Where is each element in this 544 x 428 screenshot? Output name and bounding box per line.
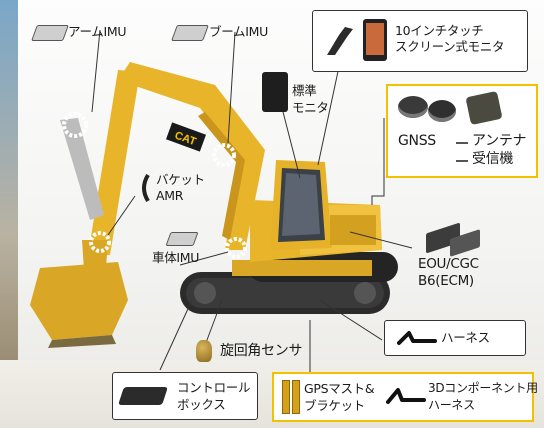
- control-box-label: コントロール ボックス: [177, 380, 251, 412]
- harness-callout: ハーネス: [384, 320, 526, 356]
- track-front: [180, 272, 390, 314]
- harness-cable-icon: [397, 329, 437, 347]
- boom: [118, 62, 265, 250]
- standard-monitor-label: 標準 モニタ: [292, 83, 329, 115]
- amr-sensor-icon: [140, 173, 150, 203]
- background-edge: [0, 0, 18, 428]
- bucket-amr-label: バケット AMR: [156, 172, 205, 203]
- antenna-icon: [398, 96, 428, 118]
- imu-chip-icon: [171, 25, 209, 41]
- bucket-amr-marker: [89, 231, 111, 253]
- touch-monitor-label: 10インチタッチ スクリーン式モニタ: [395, 23, 505, 54]
- arm-imu-marker: [62, 112, 88, 138]
- harness-cable-icon: [386, 386, 426, 406]
- arm: [88, 70, 140, 255]
- body-imu-marker: [225, 237, 247, 259]
- receiver-label: 受信機: [472, 151, 514, 167]
- touch-monitor-icon: [363, 19, 387, 61]
- antenna-icon: [428, 100, 456, 122]
- antenna-label: アンテナ: [472, 133, 527, 149]
- gps-mast-callout: GPSマスト& ブラケット 3Dコンポーネント用 ハーネス: [272, 372, 538, 422]
- control-box-icon: [118, 387, 168, 405]
- gnss-label: GNSS: [398, 133, 436, 149]
- imu-chip-icon: [165, 232, 199, 246]
- harness-label: ハーネス: [441, 330, 490, 345]
- body-imu-label: 車体IMU: [152, 250, 200, 265]
- swing-sensor-label: 旋回角センサ: [220, 343, 303, 359]
- gps-mast-icon: [292, 380, 300, 414]
- dash-connector: [456, 142, 468, 144]
- undercarriage: [232, 260, 372, 276]
- imu-chip-icon: [31, 25, 69, 41]
- cab: [270, 160, 332, 250]
- cat-logo: [166, 122, 206, 152]
- standard-monitor-icon: [262, 72, 288, 112]
- eou-label: EOU/CGC B6(ECM): [418, 256, 479, 289]
- engine-cover: [330, 215, 376, 245]
- receiver-icon: [465, 90, 503, 126]
- control-box-callout: コントロール ボックス: [112, 372, 258, 420]
- gnss-callout: GNSS アンテナ 受信機: [386, 84, 538, 178]
- monitor-arm-icon: [323, 23, 359, 57]
- hydraulic-cylinder: [60, 118, 104, 220]
- dash-connector: [456, 160, 468, 162]
- harness-3d-label: 3Dコンポーネント用 ハーネス: [428, 381, 538, 412]
- gps-mast-label: GPSマスト& ブラケット: [304, 381, 375, 413]
- gps-mast-icon: [282, 380, 290, 414]
- swing-sensor-icon: [196, 340, 212, 362]
- leader-lines: [91, 29, 413, 378]
- boom-imu-label: ブームIMU: [209, 24, 268, 39]
- touch-monitor-callout: 10インチタッチ スクリーン式モニタ: [312, 10, 528, 72]
- arm-imu-label: アームIMU: [68, 24, 127, 39]
- boom-imu-marker: [212, 143, 236, 167]
- bucket: [30, 262, 128, 340]
